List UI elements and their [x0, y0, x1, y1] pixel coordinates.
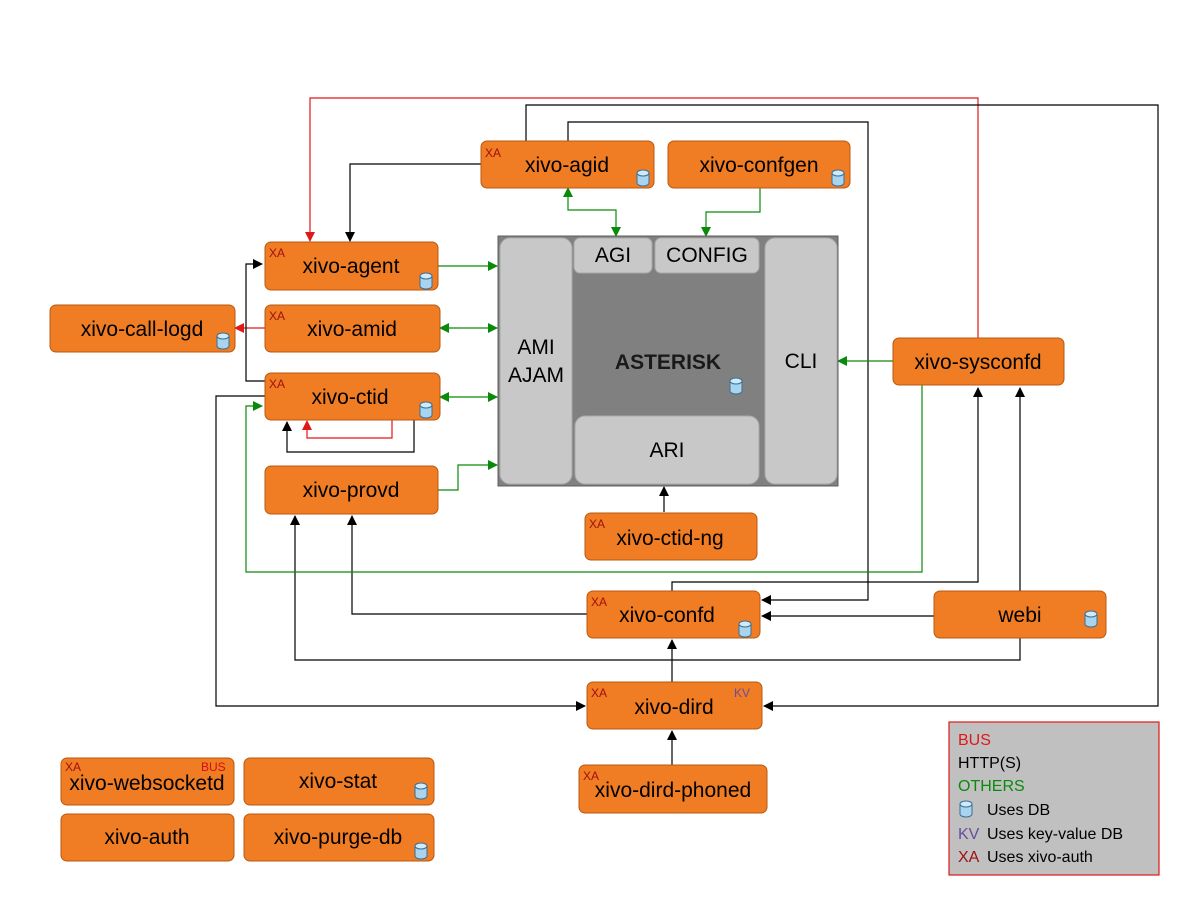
service-label: xivo-dird-phoned: [595, 779, 751, 802]
db-icon: [419, 272, 433, 290]
config-label: CONFIG: [666, 244, 748, 267]
legend-db-icon: [959, 800, 973, 818]
http-line-ctid-self: [282, 420, 415, 453]
db-icon: [414, 842, 428, 860]
service-label: xivo-sysconfd: [914, 351, 1041, 374]
other-line-provd-to-ami: [438, 460, 498, 491]
http-line-agid-to-confd: [567, 121, 869, 605]
http-line-agid-to-agent: [345, 163, 481, 242]
service-xivo-provd: xivo-provd: [264, 465, 439, 515]
services: XA xivo-agid xivo-confgen XA xivo-agent …: [49, 140, 1107, 862]
config-module: [654, 237, 760, 274]
kv-tag: KV: [734, 686, 750, 700]
http-line-confd-to-provd: [347, 515, 587, 615]
http-line-webi-to-provd: [290, 515, 1021, 661]
legend: BUS HTTP(S) OTHERS Uses DB KV Uses key-v…: [948, 721, 1160, 876]
cli-label: CLI: [785, 350, 818, 373]
service-label: xivo-purge-db: [274, 826, 402, 849]
service-xivo-agent: XA xivo-agent: [264, 241, 439, 291]
service-xivo-ctid: XA xivo-ctid: [264, 372, 441, 421]
asterisk-db-icon: [729, 377, 743, 395]
http-line-ctid-to-agent: [245, 259, 265, 382]
service-xivo-websocketd: XA BUS xivo-websocketd: [60, 757, 235, 806]
service-xivo-auth: xivo-auth: [60, 813, 235, 862]
ari-module: [574, 415, 760, 485]
service-xivo-confgen: xivo-confgen: [667, 140, 851, 189]
service-xivo-ctid-ng: XA xivo-ctid-ng: [584, 512, 758, 561]
db-icon: [831, 169, 845, 187]
service-label: xivo-confgen: [699, 154, 818, 177]
legend-http: HTTP(S): [958, 755, 1021, 772]
xa-tag: XA: [269, 377, 285, 391]
service-xivo-stat: xivo-stat: [243, 757, 435, 806]
legend-xa-tag: XA: [958, 849, 980, 866]
ari-label: ARI: [649, 439, 684, 462]
other-line-sysconfd-to-ctid: [245, 385, 923, 573]
xa-tag: XA: [591, 686, 607, 700]
service-label: xivo-ctid: [311, 386, 388, 409]
ami-label: AMI: [517, 336, 554, 359]
service-xivo-dird-phoned: XA xivo-dird-phoned: [578, 764, 768, 814]
connections: [215, 97, 1159, 765]
service-label: xivo-confd: [619, 604, 715, 627]
agi-label: AGI: [595, 244, 631, 267]
xa-tag: XA: [583, 769, 599, 783]
db-icon: [414, 782, 428, 800]
service-xivo-confd: XA xivo-confd: [586, 590, 761, 639]
agi-module: [573, 237, 653, 274]
ami-ajam-module: [499, 237, 573, 485]
service-xivo-agid: XA xivo-agid: [480, 140, 655, 189]
http-line-ctid-to-dird: [215, 395, 586, 711]
xa-tag: XA: [269, 309, 285, 323]
xa-tag: XA: [589, 517, 605, 531]
service-label: xivo-call-logd: [81, 318, 204, 341]
asterisk-title: ASTERISK: [615, 351, 721, 374]
service-label: webi: [997, 604, 1041, 627]
service-label: xivo-agent: [303, 255, 400, 278]
legend-db: Uses DB: [987, 802, 1050, 819]
xa-tag: XA: [65, 760, 81, 774]
db-icon: [216, 332, 230, 350]
xa-tag: XA: [269, 246, 285, 260]
db-icon: [419, 401, 433, 419]
service-xivo-purge-db: xivo-purge-db: [243, 813, 435, 862]
xa-tag: XA: [591, 595, 607, 609]
bus-line-ctid-self: [302, 420, 393, 439]
xa-tag: XA: [485, 146, 501, 160]
service-label: xivo-auth: [104, 826, 189, 849]
asterisk-block: AMI AJAM AGI CONFIG CLI ARI ASTERISK: [497, 235, 839, 487]
bus-tag: BUS: [201, 760, 226, 774]
legend-kv: Uses key-value DB: [987, 826, 1123, 843]
other-line-confgen-to-config: [701, 188, 761, 237]
service-label: xivo-stat: [299, 770, 377, 793]
db-icon: [1084, 610, 1098, 628]
db-icon: [738, 620, 752, 638]
service-label: xivo-dird: [634, 696, 713, 719]
cli-module: [764, 237, 838, 485]
service-label: xivo-provd: [303, 479, 400, 502]
http-line-confd-to-sysconfd: [671, 387, 983, 591]
service-label: xivo-agid: [525, 154, 609, 177]
service-label: xivo-amid: [307, 318, 397, 341]
legend-others: OTHERS: [958, 778, 1025, 795]
http-line-agid-to-dird: [525, 104, 1159, 711]
service-label: xivo-ctid-ng: [616, 527, 723, 550]
service-xivo-sysconfd: xivo-sysconfd: [892, 337, 1065, 386]
legend-kv-tag: KV: [958, 826, 980, 843]
service-label: xivo-websocketd: [69, 772, 224, 795]
service-xivo-dird: XA KV xivo-dird: [586, 681, 763, 730]
other-line-agid-to-agi: [563, 187, 621, 237]
bus-line-sysconfd-to-agent: [305, 97, 979, 338]
legend-xa: Uses xivo-auth: [987, 849, 1093, 866]
db-icon: [636, 169, 650, 187]
service-webi: webi: [933, 590, 1107, 639]
service-xivo-amid: XA xivo-amid: [264, 304, 441, 353]
legend-bus: BUS: [958, 732, 991, 749]
ajam-label: AJAM: [508, 364, 564, 387]
service-xivo-call-logd: xivo-call-logd: [49, 304, 236, 353]
